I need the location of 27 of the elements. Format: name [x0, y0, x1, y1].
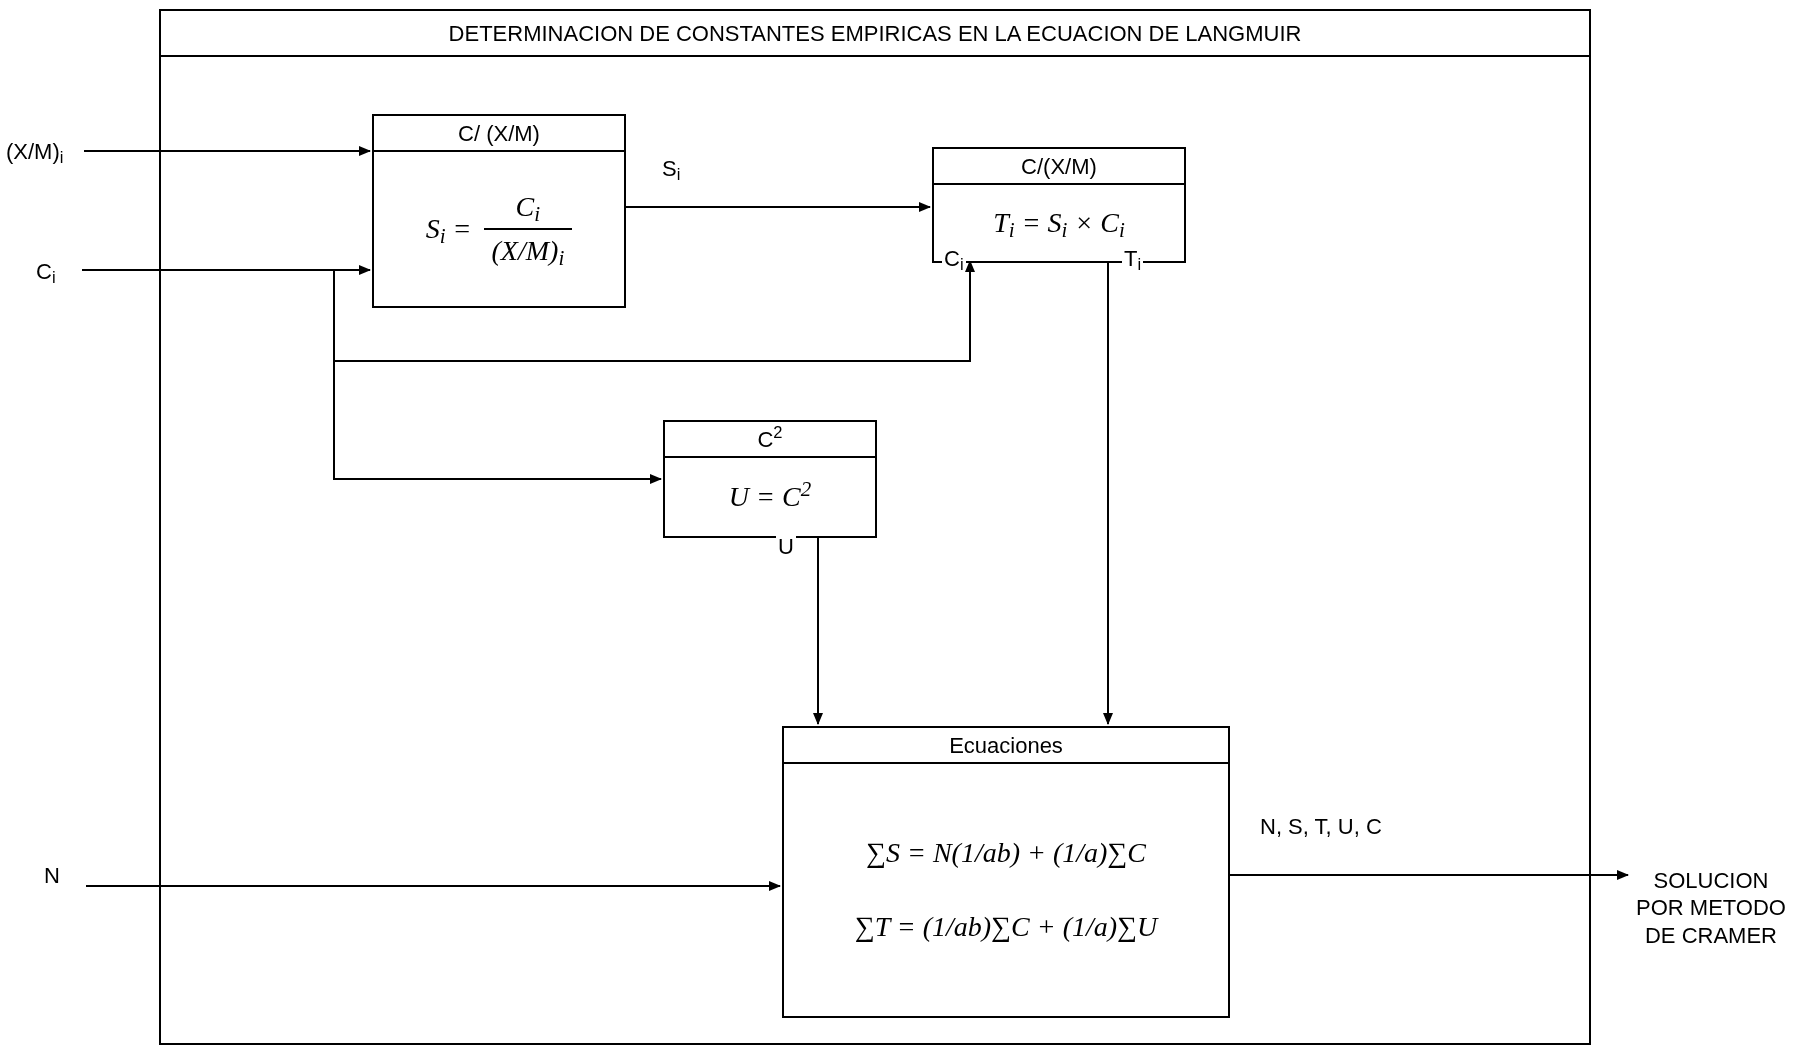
frame-title: DETERMINACION DE CONSTANTES EMPIRICAS EN LA ECUACION DE LANGMUIR	[448, 19, 1302, 48]
arrow	[81, 269, 662, 484]
box-title: Ecuaciones	[949, 731, 1063, 760]
arrow	[85, 881, 781, 891]
formula-text: U = C$^{2}$	[728, 476, 812, 514]
box-title: C/(X/M)	[1021, 152, 1097, 181]
process-box	[372, 114, 626, 308]
edge-label: S$_{i}$	[660, 158, 683, 180]
input-label: (X/M)$_{i}$	[6, 137, 84, 165]
formula-text: ∑S = N(1/ab) + (1/a)∑C	[866, 836, 1146, 870]
formula-text: S$_{i}$ =	[425, 212, 472, 250]
process-box	[663, 420, 877, 538]
box-title: C$^{2}$	[757, 422, 783, 454]
formula-numerator: C$_{i}$	[514, 190, 542, 228]
output-label: SOLUCION POR METODO DE CRAMER	[1628, 846, 1794, 970]
formula-text: T$_{i}$ = S$_{i}$ × C$_{i}$	[993, 206, 1125, 244]
process-box	[782, 726, 1230, 1018]
diagram-frame	[159, 9, 1591, 1045]
arrow	[83, 146, 371, 156]
input-label: C$_{i}$	[36, 257, 82, 285]
box-title: C/ (X/M)	[458, 119, 540, 148]
formula-denominator: (X/M)$_{i}$	[490, 234, 566, 272]
formula-text: ∑T = (1/ab)∑C + (1/a)∑U	[854, 910, 1158, 944]
edge-label: T$_{i}$	[1122, 248, 1144, 270]
input-label: N	[44, 861, 86, 889]
edge-label: N, S, T, U, C	[1258, 816, 1384, 838]
edge-label: C$_{i}$	[942, 248, 966, 270]
